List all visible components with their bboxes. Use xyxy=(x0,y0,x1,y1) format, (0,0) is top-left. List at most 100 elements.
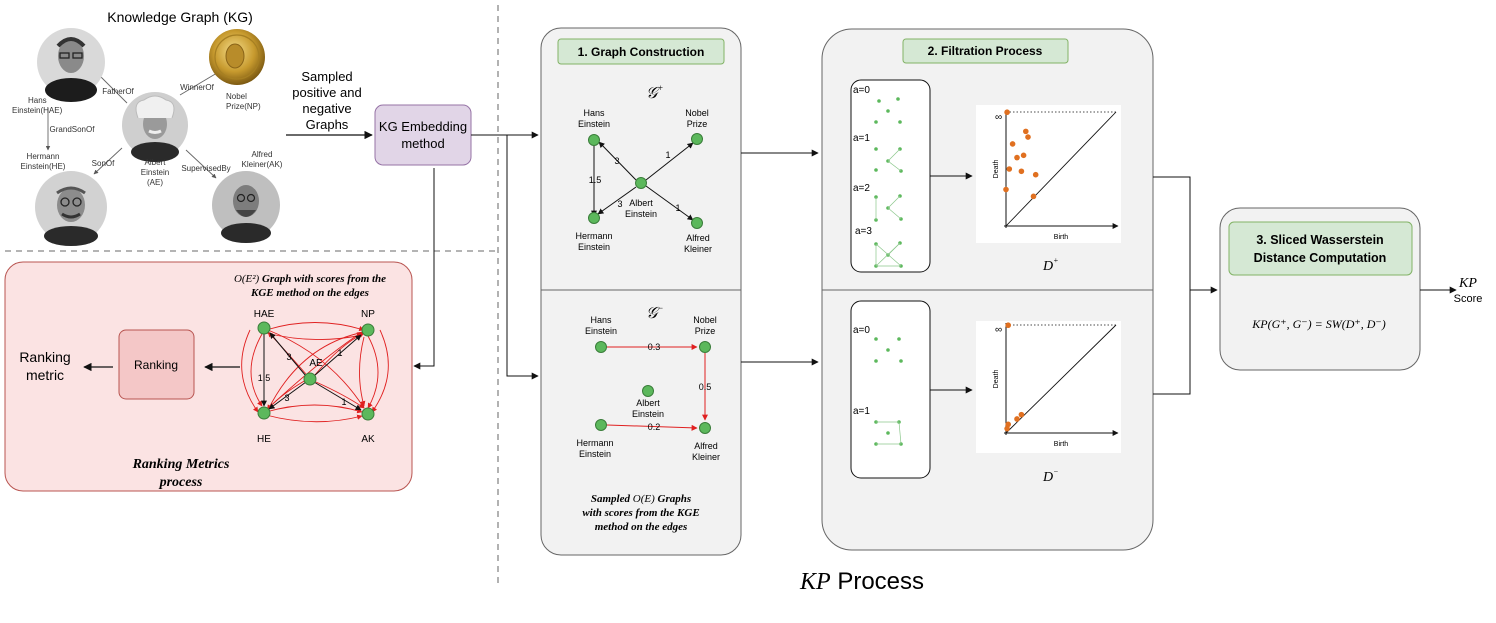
construction-caption-1: Sampled O(E) Graphs xyxy=(591,493,691,505)
kp-process-footer: KP Process xyxy=(799,568,924,595)
pos-diagram-point xyxy=(1025,134,1031,140)
svg-text:Kleiner: Kleiner xyxy=(684,244,712,254)
pos-filtration-box xyxy=(850,79,931,273)
pos-diagram-point xyxy=(1020,152,1027,159)
rel-supervisedby: SupervisedBy xyxy=(181,164,230,173)
pos-diagram-point xyxy=(1004,109,1010,116)
construction-title: 1. Graph Construction xyxy=(578,45,705,59)
kg-title: Knowledge Graph (KG) xyxy=(107,9,253,25)
svg-text:KG Embedding: KG Embedding xyxy=(379,119,467,134)
svg-text:Albert: Albert xyxy=(629,198,653,208)
pos-diagram-point xyxy=(1014,154,1020,161)
ranking-metric-2: metric xyxy=(26,367,64,383)
svg-text:Nobel: Nobel xyxy=(693,315,717,325)
pos-persistence-plot: ∞ Birth Death xyxy=(993,109,1119,241)
svg-text:a=0: a=0 xyxy=(853,85,870,96)
pos-diagram-point xyxy=(1032,171,1039,178)
rank-caption-1: O(E²) Graph with scores from the xyxy=(234,273,386,285)
construction-caption-3: method on the edges xyxy=(595,521,688,533)
portrait-albert-einstein xyxy=(122,92,188,162)
rank-node-ak xyxy=(361,407,375,421)
svg-text:1.5: 1.5 xyxy=(589,175,602,185)
pos-node-alfred xyxy=(691,217,703,229)
dminus-label: D− xyxy=(1042,467,1059,485)
svg-text:3: 3 xyxy=(284,393,289,403)
rank-footer-2: process xyxy=(159,475,203,490)
svg-text:3: 3 xyxy=(617,199,622,209)
svg-text:a=1: a=1 xyxy=(853,133,870,144)
pos-death-label: Death xyxy=(993,160,1000,179)
svg-text:Albert: Albert xyxy=(636,398,660,408)
label-np-1: Nobel xyxy=(226,92,247,101)
svg-text:AK: AK xyxy=(361,434,375,445)
filtration-panel: 2. Filtration Process a=0 a=1 a=2 a=3 a=… xyxy=(821,28,1154,551)
rank-caption-2: KGE method on the edges xyxy=(250,287,369,299)
neg-death-label: Death xyxy=(993,370,1000,389)
svg-text:AE: AE xyxy=(309,358,323,369)
svg-text:a=2: a=2 xyxy=(853,183,870,194)
neg-diagram-point xyxy=(1018,411,1025,418)
construction-caption-2: with scores from the KGE xyxy=(582,507,699,519)
label-ak-1: Alfred xyxy=(252,150,273,159)
portrait-hermann-einstein xyxy=(35,171,107,246)
pos-diagram-point xyxy=(1009,141,1016,147)
svg-text:Hans: Hans xyxy=(590,315,612,325)
neg-node-hermann xyxy=(595,419,607,431)
ranking-box xyxy=(118,329,195,400)
svg-text:Einstein: Einstein xyxy=(625,209,657,219)
rank-footer-1: Ranking Metrics xyxy=(132,457,230,472)
svg-text:HE: HE xyxy=(257,434,271,445)
neg-birth-label: Birth xyxy=(1054,441,1069,448)
portrait-nobel-medal xyxy=(209,29,265,85)
neg-node-albert xyxy=(642,385,654,397)
svg-text:3: 3 xyxy=(614,156,619,166)
svg-text:1: 1 xyxy=(665,150,670,160)
rank-node-np xyxy=(361,323,375,337)
svg-text:Hermann: Hermann xyxy=(576,438,613,448)
label-ak-2: Kleiner(AK) xyxy=(242,160,283,169)
rank-node-he xyxy=(257,406,271,420)
pos-diagram-point xyxy=(1018,168,1025,175)
ranking-label: Ranking xyxy=(134,358,178,372)
label-np-2: Prize(NP) xyxy=(226,102,261,111)
neg-persistence-diagram xyxy=(976,321,1121,453)
svg-text:Einstein: Einstein xyxy=(579,449,611,459)
svg-text:Nobel: Nobel xyxy=(685,108,709,118)
rel-fatherof: FatherOf xyxy=(102,87,134,96)
kp-score-label: Score xyxy=(1454,293,1483,305)
svg-text:NP: NP xyxy=(361,309,375,320)
ranking-metric-1: Ranking xyxy=(19,349,70,365)
pos-birth-label: Birth xyxy=(1054,234,1069,241)
label-he-2: Einstein(HE) xyxy=(21,162,66,171)
swd-formula: KP(G⁺, G⁻) = SW(D⁺, D⁻) xyxy=(1251,317,1385,331)
svg-text:Kleiner: Kleiner xyxy=(692,452,720,462)
svg-text:1.5: 1.5 xyxy=(258,373,271,383)
svg-text:0.2: 0.2 xyxy=(648,422,661,432)
filtration-title: 2. Filtration Process xyxy=(928,44,1043,58)
swd-panel: 3. Sliced Wasserstein Distance Computati… xyxy=(1219,207,1421,371)
pos-diagram-point xyxy=(1030,193,1037,200)
svg-text:1: 1 xyxy=(675,203,680,213)
svg-text:Sampled: Sampled xyxy=(301,69,352,84)
gminus-label: 𝒢− xyxy=(646,303,663,322)
pos-diagonal xyxy=(1005,111,1117,227)
svg-text:3: 3 xyxy=(286,352,291,362)
knowledge-graph: Knowledge Graph (KG) FatherOf WinnerOf G… xyxy=(12,9,283,246)
neg-diagonal xyxy=(1005,324,1117,434)
portrait-alfred-kleiner xyxy=(212,171,280,243)
pos-diagram-point xyxy=(1003,186,1009,193)
svg-text:Einstein: Einstein xyxy=(578,119,610,129)
pos-infinity-label: ∞ xyxy=(995,112,1002,123)
svg-text:a=0: a=0 xyxy=(853,325,870,336)
neg-node-alfred xyxy=(699,422,711,434)
svg-text:Einstein: Einstein xyxy=(578,242,610,252)
svg-text:Hermann: Hermann xyxy=(575,231,612,241)
rel-winnerof: WinnerOf xyxy=(180,83,215,92)
svg-text:1: 1 xyxy=(341,397,346,407)
rel-grandsonof: GrandSonOf xyxy=(50,125,96,134)
swd-title-2: Distance Computation xyxy=(1254,251,1387,265)
neg-diagram-point xyxy=(1004,425,1010,432)
ranking-metrics-panel: O(E²) Graph with scores from the KGE met… xyxy=(4,261,413,492)
pos-diagram-point xyxy=(1023,128,1029,135)
